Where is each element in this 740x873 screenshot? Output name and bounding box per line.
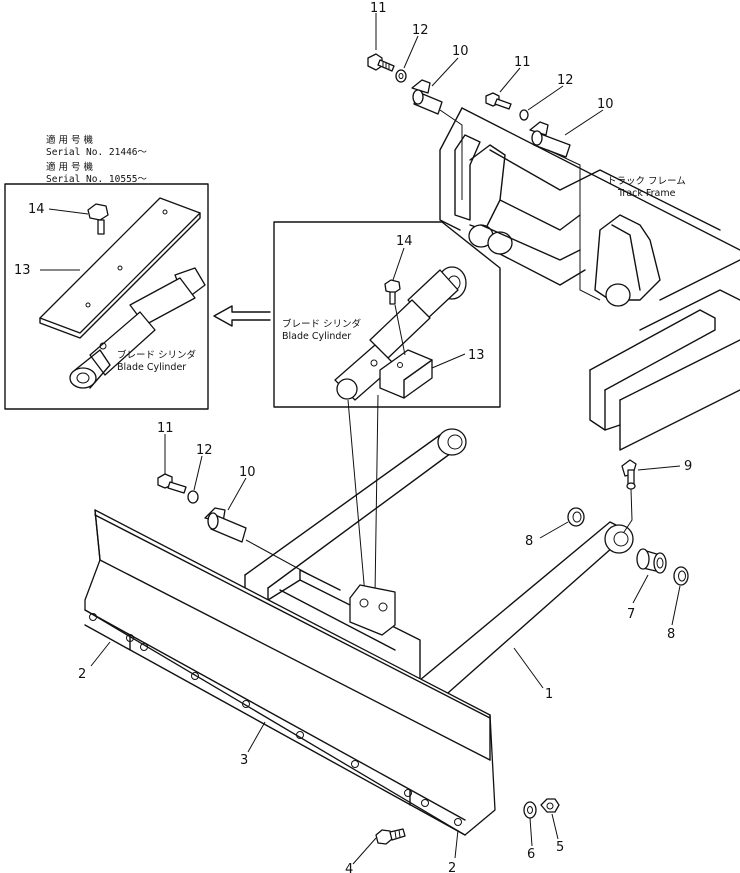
inset-box-left — [4, 183, 209, 410]
nut-5 — [540, 798, 560, 813]
blade — [84, 509, 496, 836]
bolt-11-mid — [485, 92, 512, 110]
callout-12-mid: 12 — [557, 73, 574, 88]
inset-box-center — [273, 221, 501, 408]
u-frame-1 — [244, 428, 634, 701]
callout-12-low: 12 — [196, 443, 213, 458]
blade-cylinder-left — [69, 267, 206, 389]
leader-pin-top — [439, 109, 463, 200]
callout-13-left: 13 — [14, 263, 31, 278]
track-frame-label-en: Track Frame — [617, 188, 676, 199]
callout-7: 7 — [627, 607, 635, 622]
track-frame — [439, 107, 740, 451]
bolt-11-low — [157, 473, 187, 494]
cover-plate-13-left — [39, 197, 201, 339]
serial-note-line1: 適 用 号 機 — [46, 134, 94, 146]
leader-pin-mid — [547, 149, 601, 301]
callout-14-center: 14 — [396, 234, 413, 249]
callout-13-center: 13 — [468, 348, 485, 363]
leader-bracket-2 — [374, 394, 379, 596]
blade-cylinder-left-label-jp: ブレード シリンダ — [117, 349, 197, 361]
callout-6: 6 — [527, 847, 535, 862]
callout-8-a: 8 — [525, 534, 533, 549]
callout-8-b: 8 — [667, 627, 675, 642]
leader-pin-low — [245, 539, 311, 576]
leader-bolt-14-center — [394, 304, 406, 356]
callout-10-mid: 10 — [597, 97, 614, 112]
bushing-7 — [636, 548, 667, 574]
leader-fitting-9 — [623, 488, 633, 533]
callout-11-mid: 11 — [514, 55, 531, 70]
bolt-14-center — [384, 279, 401, 305]
blade-cylinder-left-label-en: Blade Cylinder — [117, 362, 186, 373]
serial-note-line2: Serial No. 21446～ — [46, 147, 148, 158]
callout-9: 9 — [684, 459, 692, 474]
bolt-11-top — [367, 53, 395, 72]
serial-note-line4: Serial No. 10555～ — [46, 174, 148, 185]
callout-2-left: 2 — [78, 667, 86, 682]
seal-8-upper — [567, 507, 585, 527]
bolt-4 — [375, 828, 406, 845]
washer-6 — [523, 801, 537, 819]
track-frame-label-jp: トラック フレーム — [607, 176, 686, 187]
blade-cylinder-center-label-en: Blade Cylinder — [282, 331, 351, 342]
leader-bracket-1 — [347, 399, 366, 596]
washer-12-low — [187, 490, 199, 504]
callout-10-low: 10 — [239, 465, 256, 480]
callout-11-low: 11 — [157, 421, 174, 436]
bolt-14-left — [87, 203, 109, 235]
pin-10-top — [411, 79, 443, 115]
callout-1: 1 — [545, 687, 553, 702]
callout-12-top: 12 — [412, 23, 429, 38]
callout-11-top: 11 — [370, 1, 387, 16]
cover-block-13-center — [379, 349, 433, 399]
callout-10-top: 10 — [452, 44, 469, 59]
washer-12-mid — [519, 109, 529, 121]
pin-10-mid — [529, 121, 571, 158]
serial-note-line3: 適 用 号 機 — [46, 161, 94, 173]
callout-3: 3 — [240, 753, 248, 768]
callout-2-bottom: 2 — [448, 861, 456, 873]
pin-10-low — [204, 507, 247, 543]
callout-14-left: 14 — [28, 202, 45, 217]
blade-cylinder-center-label-jp: ブレード シリンダ — [282, 318, 362, 330]
grease-fitting-9 — [621, 459, 637, 490]
arrow-left-icon — [213, 305, 271, 327]
washer-12-top — [395, 69, 407, 83]
seal-8-lower — [673, 566, 689, 586]
callout-5: 5 — [556, 840, 564, 855]
callout-leaders — [40, 13, 681, 865]
callout-4: 4 — [345, 862, 353, 873]
